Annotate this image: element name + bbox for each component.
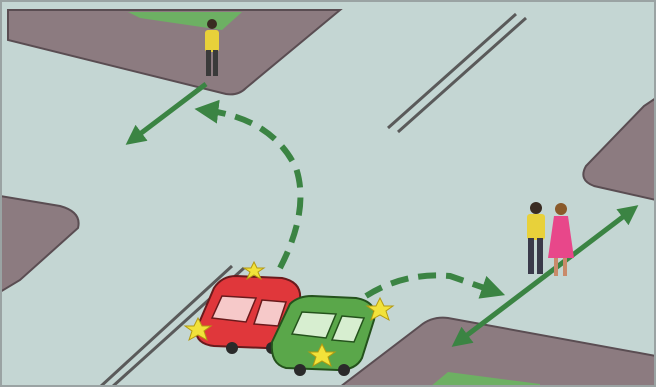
traffic-intersection-illustration bbox=[0, 0, 656, 387]
